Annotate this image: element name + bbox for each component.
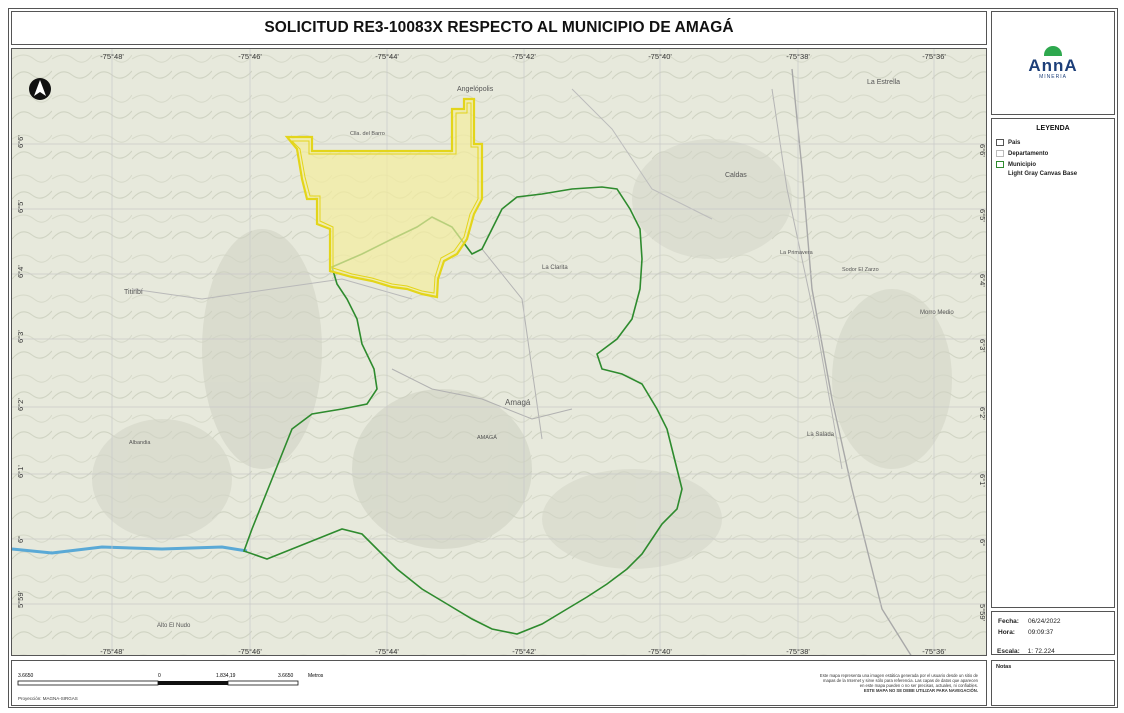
place-label: Angelópolis	[457, 86, 494, 93]
place-labels: Angelópolis La Clarita Clla. del BarroCald…	[124, 79, 954, 629]
hillshade	[92, 139, 952, 569]
scalebar: 3.6650 0 1.834,19 3.6650 Metros	[17, 673, 324, 686]
scalebar-unit: Metros	[308, 673, 324, 679]
scalebar-tick: 1.834,19	[216, 673, 236, 679]
scalebar-tick: 3.6650	[278, 673, 294, 679]
lon-label-top: -75°38'	[786, 52, 810, 61]
legend-swatch-municipio	[996, 161, 1004, 168]
place-label: Caldas	[725, 172, 747, 179]
graticule-lines	[12, 49, 986, 655]
anm-logo-icon	[1044, 46, 1062, 56]
lon-label-top: -75°46'	[238, 52, 262, 61]
escala-value: 1: 72.224	[1027, 648, 1055, 655]
coordinate-labels: -75°48' -75°48' -75°46' -75°46' -75°44' -75°4…	[16, 52, 987, 656]
lon-label-top: -75°40'	[648, 52, 672, 61]
lat-label-right: 6°	[978, 539, 987, 546]
disclaimer-line: mapas de la Internet y sirve sólo para r…	[822, 678, 978, 683]
legend-label: Departamento	[1008, 150, 1049, 157]
roads-layer	[131, 68, 912, 655]
place-label: La Salada	[807, 432, 835, 438]
notes-panel: Notas	[991, 660, 1115, 706]
legend-item-departamento: Departamento	[996, 149, 1110, 158]
place-label: Morro Medio	[920, 310, 954, 316]
place-label: AMAGÁ	[477, 434, 497, 441]
info-hora: Hora: 09:09:37	[998, 629, 1108, 636]
place-label: Alto El Nudo	[157, 623, 191, 629]
place-label: Albandia	[129, 440, 151, 446]
lat-label-right: 6°1'	[978, 474, 987, 487]
legend-panel: LEYENDA Pais Departamento Municipio Ligh…	[991, 118, 1115, 608]
lon-label-top: -75°44'	[375, 52, 399, 61]
logo-subtext: MINERIA	[1039, 74, 1067, 80]
lat-label-right: 5°59'	[978, 604, 987, 622]
lat-label-right: 6°3'	[978, 339, 987, 352]
lon-label-bottom: -75°36'	[922, 647, 946, 656]
lat-label-left: 6°6'	[16, 135, 25, 148]
map-svg[interactable]: Angelópolis La Clarita Clla. del BarroCald…	[12, 49, 987, 656]
scale-panel: Escala: 1: 72.224	[991, 645, 1115, 665]
map-frame	[8, 8, 1118, 708]
escala-label: Escala:	[997, 648, 1020, 655]
lon-label-bottom: -75°38'	[786, 647, 810, 656]
place-label: Clla. del Barro	[350, 131, 385, 137]
lat-label-left: 5°59'	[16, 590, 25, 608]
fecha-label: Fecha:	[998, 618, 1019, 625]
legend-basemap: Light Gray Canvas Base	[1008, 171, 1078, 177]
lat-label-left: 6°3'	[16, 330, 25, 343]
lon-label-top: -75°36'	[922, 52, 946, 61]
lon-label-bottom: -75°44'	[375, 647, 399, 656]
scalebar-tick: 3.6650	[18, 673, 34, 679]
info-panel: Fecha: 06/24/2022 Hora: 09:09:37	[991, 611, 1115, 655]
north-arrow-icon	[29, 78, 51, 100]
place-label: La Primavera	[780, 250, 814, 256]
lon-label-bottom: -75°42'	[512, 647, 536, 656]
lat-label-left: 6°	[16, 536, 25, 543]
lon-label-bottom: -75°40'	[648, 647, 672, 656]
lat-label-left: 6°2'	[16, 398, 25, 411]
footer-panel: 3.6650 0 1.834,19 3.6650 Metros Proyecci…	[11, 660, 987, 706]
projection-label: Proyección: MAGNA-SIRGAS	[18, 696, 78, 701]
disclaimer-line: Este mapa representa una imagen estática…	[819, 673, 978, 678]
lat-label-right: 6°6'	[978, 144, 987, 157]
lon-label-top: -75°42'	[512, 52, 536, 61]
place-label: La Estrella	[867, 79, 900, 86]
lat-label-right: 6°2'	[978, 407, 987, 420]
lon-label-bottom: -75°46'	[238, 647, 262, 656]
lon-label-top: -75°48'	[100, 52, 124, 61]
river-cauca	[12, 545, 248, 555]
logo-panel: AnnA MINERIA	[991, 11, 1115, 115]
legend-label: Pais	[1008, 139, 1021, 146]
map-title: SOLICITUD RE3-10083X RESPECTO AL MUNICIP…	[11, 11, 987, 45]
legend-item-municipio: Municipio	[996, 160, 1110, 169]
info-fecha: Fecha: 06/24/2022	[998, 618, 1108, 625]
disclaimer: Este mapa representa una imagen estática…	[738, 673, 978, 693]
lat-label-left: 6°4'	[16, 265, 25, 278]
place-label: Amagá	[505, 398, 531, 407]
scalebar-tick: 0	[158, 673, 161, 679]
hora-label: Hora:	[998, 629, 1015, 636]
place-label: Sodor El Zarzo	[842, 267, 879, 273]
hora-value: 09:09:37	[1028, 629, 1054, 636]
solicitud-polygon-re3-10083x[interactable]	[284, 97, 484, 299]
legend-title: LEYENDA	[1036, 125, 1070, 132]
municipio-boundary-amaga[interactable]	[242, 186, 683, 635]
lat-label-left: 6°5'	[16, 200, 25, 213]
place-label: Titiribí	[124, 289, 143, 296]
lat-label-right: 6°5'	[978, 209, 987, 222]
legend-swatch-departamento	[996, 150, 1004, 157]
legend-item-pais: Pais	[996, 138, 1110, 147]
lat-label-right: 6°4'	[978, 274, 987, 287]
disclaimer-warning: ESTE MAPA NO SE DEBE UTILIZAR PARA NAVEG…	[863, 688, 978, 693]
fecha-value: 06/24/2022	[1028, 618, 1061, 625]
disclaimer-line: en este mapa pueden o no ser precisas, a…	[859, 683, 978, 688]
lat-label-left: 6°1'	[16, 465, 25, 478]
legend-swatch-pais	[996, 139, 1004, 146]
notes-label: Notas	[996, 664, 1012, 670]
place-label: La Clarita	[542, 265, 568, 271]
logo-text: AnnA	[1028, 56, 1078, 75]
legend-label: Municipio	[1008, 161, 1036, 168]
solicitud-inner-outline	[290, 102, 479, 294]
lon-label-bottom: -75°48'	[100, 647, 124, 656]
